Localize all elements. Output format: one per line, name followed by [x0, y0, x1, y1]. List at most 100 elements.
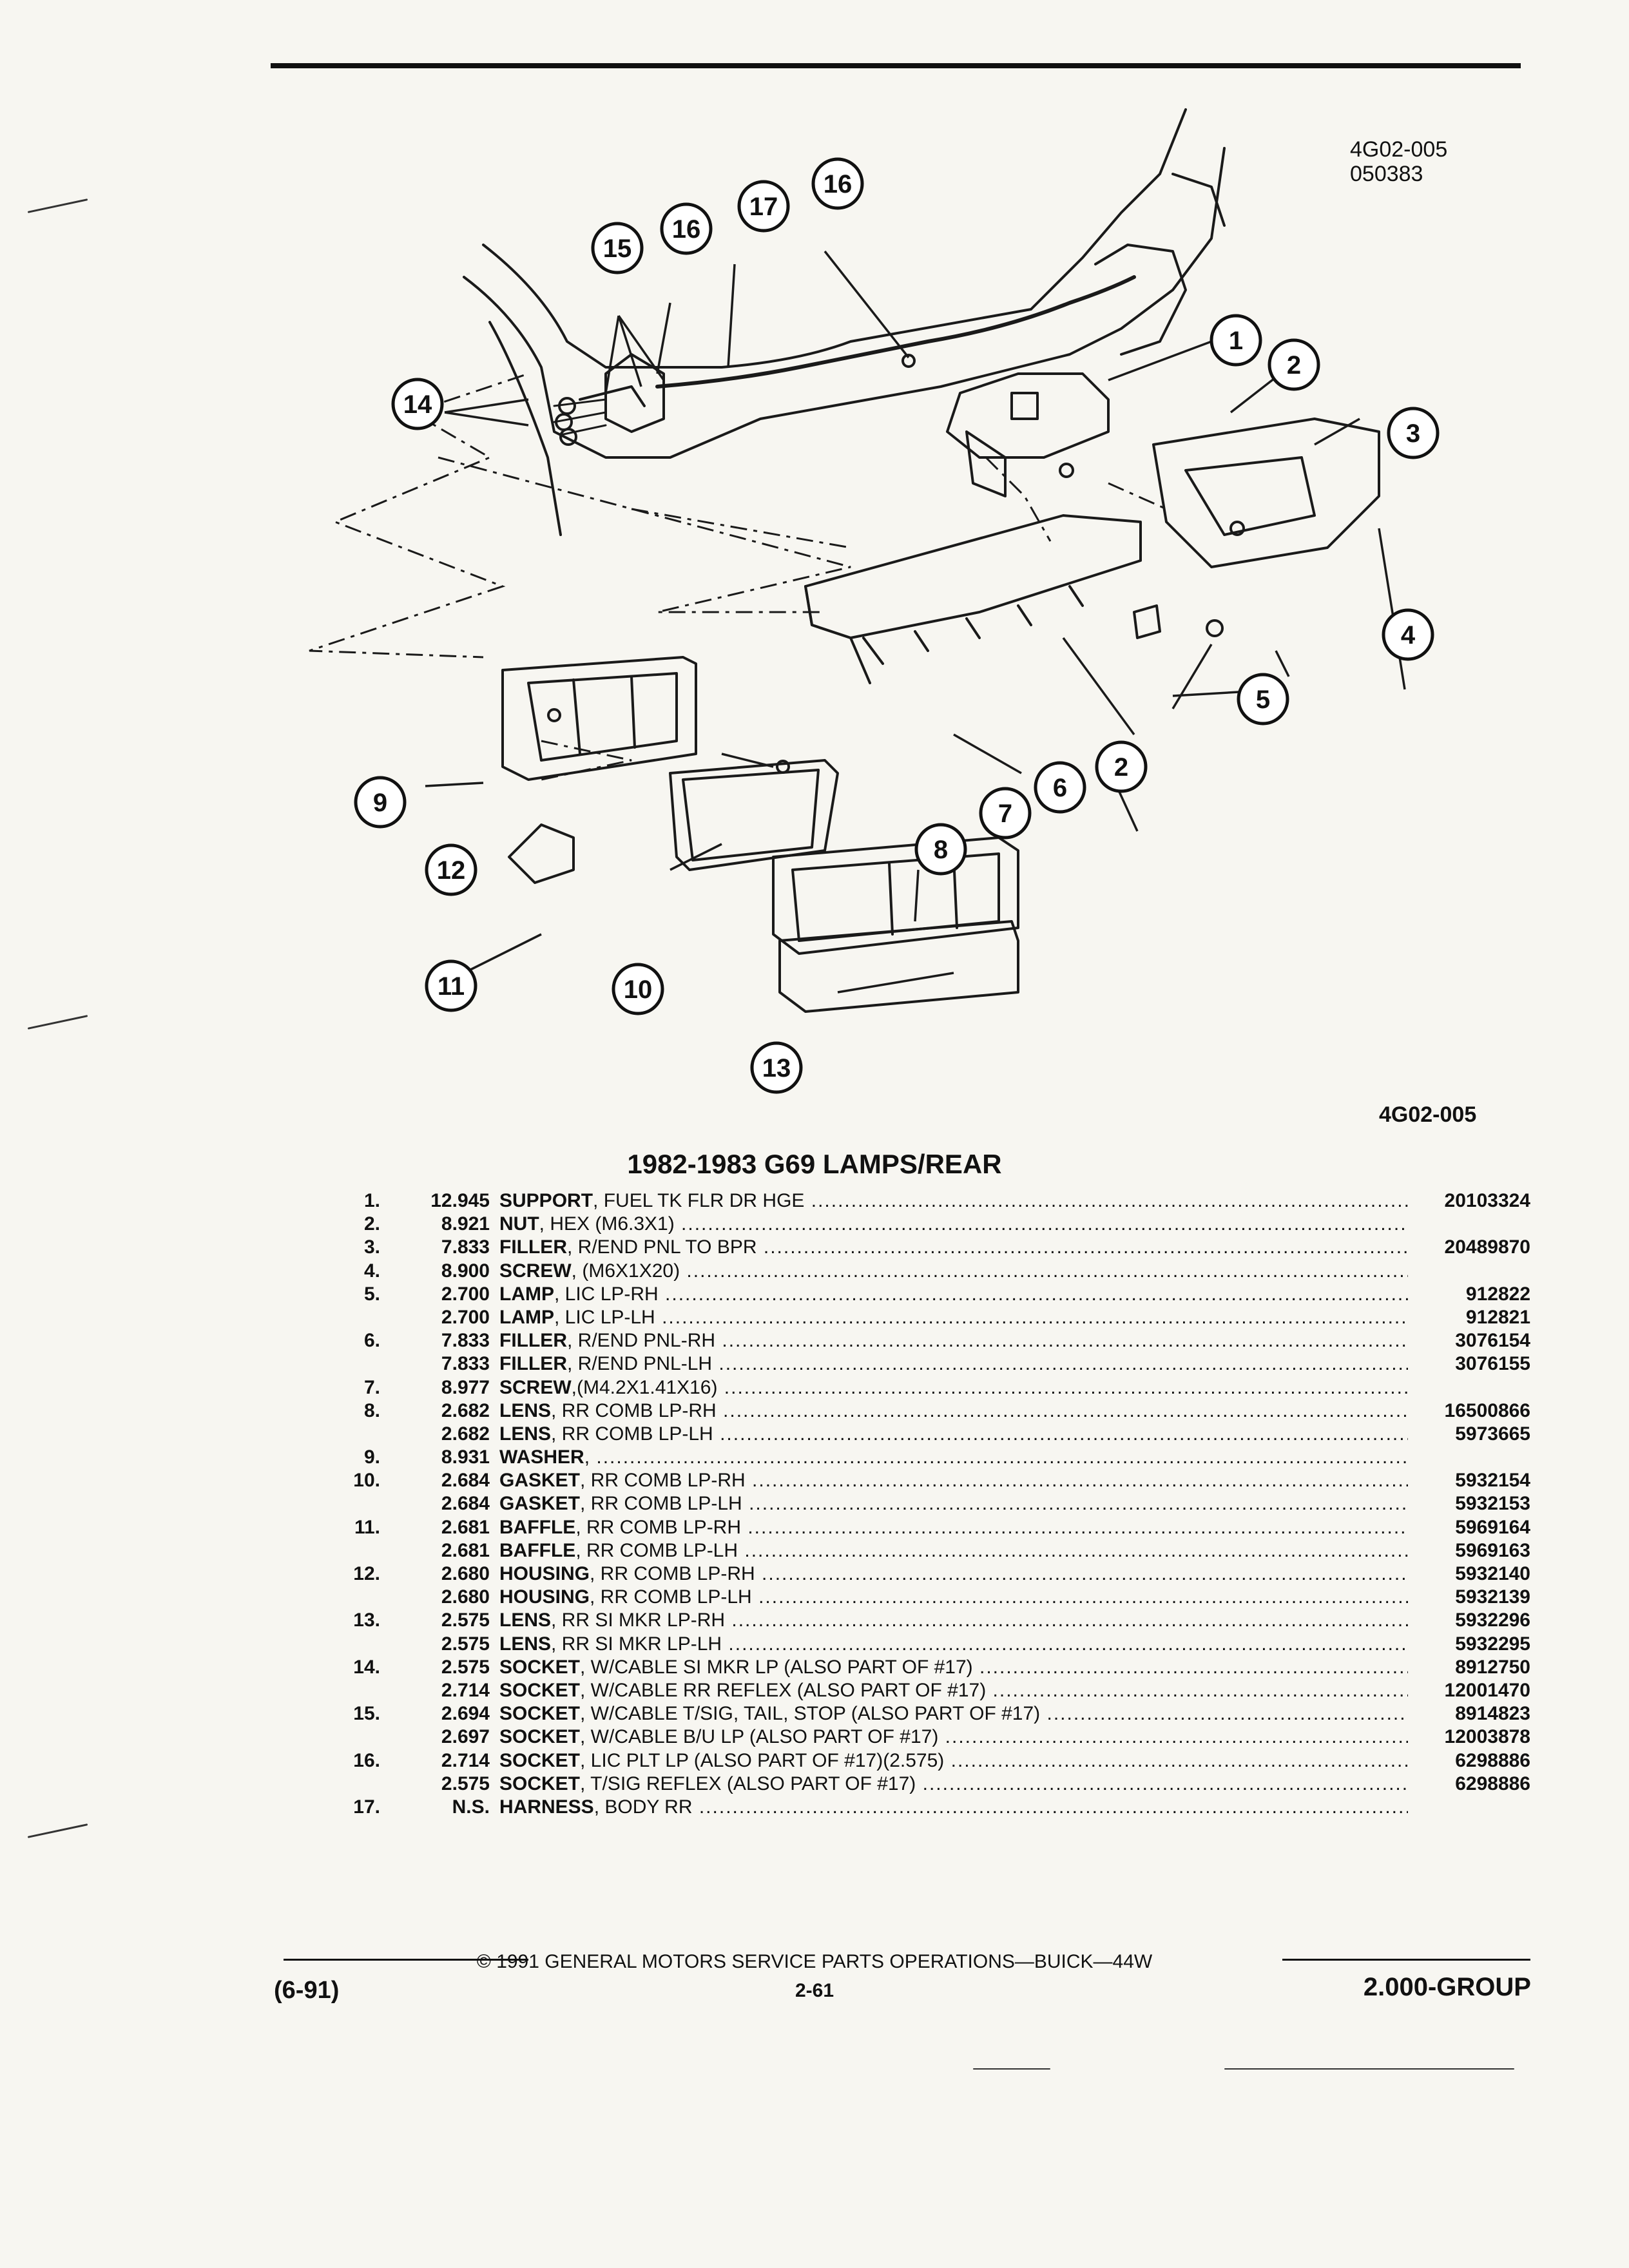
part-name: SOCKET — [499, 1656, 581, 1678]
part-name: LENS — [499, 1399, 552, 1421]
part-spec: , LIC LP-RH — [554, 1283, 659, 1305]
group-number: 7.833 — [441, 1236, 490, 1258]
leader-dots: ........................................… — [731, 1610, 1408, 1631]
leader-dots: ........................................… — [992, 1679, 1408, 1701]
leader-dots: ........................................… — [744, 1539, 1408, 1561]
leader-dots: ........................................… — [686, 1260, 1408, 1282]
part-name: SCREW — [499, 1260, 572, 1282]
leader-dots: ........................................… — [945, 1726, 1408, 1748]
leader-dots: ........................................… — [811, 1190, 1408, 1211]
part-number: 5932153 — [1455, 1493, 1530, 1515]
part-description: LENS, RR COMB LP-RH ....................… — [499, 1399, 1408, 1423]
part-description: SUPPORT, FUEL TK FLR DR HGE ............… — [499, 1189, 1408, 1213]
part-description: SOCKET, LIC PLT LP (ALSO PART OF #17)(2.… — [499, 1749, 1408, 1773]
part-description: SCREW,(M4.2X1.41X16) ...................… — [499, 1376, 1408, 1399]
part-description: NUT, HEX (M6.3X1) ......................… — [499, 1213, 1408, 1236]
leader-dots: ........................................… — [1046, 1703, 1408, 1725]
part-description: LENS, RR SI MKR LP-LH ..................… — [499, 1633, 1408, 1656]
group-number: 2.684 — [441, 1470, 490, 1492]
scan-mark — [27, 1823, 88, 1838]
part-number: 5932154 — [1455, 1470, 1530, 1492]
figure-date-code: 050383 — [1350, 162, 1423, 186]
leader-dots: ........................................… — [758, 1586, 1408, 1608]
part-name: HOUSING — [499, 1563, 590, 1584]
item-number: 7. — [363, 1376, 380, 1398]
part-number: 12003878 — [1444, 1726, 1530, 1748]
leader-dots: ........................................… — [681, 1213, 1408, 1235]
item-number: 12. — [353, 1563, 380, 1584]
scan-mark — [973, 2068, 1050, 2070]
leader-dots: ........................................… — [720, 1423, 1408, 1445]
leader-dots: ........................................… — [728, 1633, 1408, 1655]
part-spec: , RR COMB LP-LH — [575, 1539, 738, 1561]
support-bracket — [946, 372, 1110, 459]
part-description: BAFFLE, RR COMB LP-RH ..................… — [499, 1516, 1408, 1539]
part-description: HOUSING, RR COMB LP-LH .................… — [499, 1586, 1408, 1609]
leader-dots: ........................................… — [724, 1376, 1408, 1398]
group-number: N.S. — [452, 1796, 490, 1818]
part-name: LENS — [499, 1610, 552, 1631]
part-number: 3076155 — [1455, 1353, 1530, 1375]
group-number: 2.700 — [441, 1306, 490, 1328]
filler-panel — [1152, 418, 1380, 568]
part-spec: ,(M4.2X1.41X16) — [571, 1376, 718, 1398]
part-name: SOCKET — [499, 1773, 581, 1794]
item-number: 2. — [363, 1213, 380, 1235]
part-number: 6298886 — [1455, 1773, 1530, 1794]
part-spec: , R/END PNL-RH — [567, 1330, 716, 1352]
part-name: SOCKET — [499, 1679, 581, 1701]
part-number: 16500866 — [1444, 1399, 1530, 1421]
footer-page-number: 2-61 — [795, 1980, 834, 2001]
part-number: 20489870 — [1444, 1236, 1530, 1258]
part-name: GASKET — [499, 1493, 581, 1515]
part-spec: , RR COMB LP-LH — [580, 1493, 742, 1515]
part-name: WASHER — [499, 1446, 584, 1468]
part-spec: , R/END PNL-LH — [567, 1353, 713, 1375]
group-number: 2.682 — [441, 1399, 490, 1421]
part-name: HOUSING — [499, 1586, 590, 1608]
part-number: 6298886 — [1455, 1749, 1530, 1771]
part-spec: , RR COMB LP-RH — [580, 1470, 746, 1492]
part-spec: , (M6X1X20) — [571, 1260, 680, 1282]
item-number: 17. — [353, 1796, 380, 1818]
part-spec: , RR COMB LP-RH — [575, 1516, 742, 1538]
leader-dots: ........................................… — [699, 1796, 1408, 1818]
group-number: 2.714 — [441, 1749, 490, 1771]
part-description: GASKET, RR COMB LP-RH ..................… — [499, 1469, 1408, 1492]
body-structure — [463, 147, 1226, 459]
part-number: 8912750 — [1455, 1656, 1530, 1678]
body-structure — [482, 108, 1187, 369]
leader-dots: ........................................… — [722, 1330, 1408, 1352]
part-spec: , RR COMB LP-LH — [590, 1586, 752, 1608]
part-number: 912822 — [1465, 1283, 1530, 1305]
part-name: FILLER — [499, 1330, 567, 1352]
part-description: HOUSING, RR COMB LP-RH .................… — [499, 1562, 1408, 1586]
leader-dots: ........................................… — [723, 1399, 1408, 1421]
scan-mark — [27, 198, 88, 213]
scan-mark — [1224, 2068, 1514, 2070]
item-number: 10. — [353, 1470, 380, 1492]
part-name: SCREW — [499, 1376, 572, 1398]
part-name: LENS — [499, 1633, 552, 1655]
part-description: LAMP, LIC LP-LH ........................… — [499, 1306, 1408, 1329]
part-name: SOCKET — [499, 1726, 581, 1748]
leader-dots: ........................................… — [749, 1493, 1408, 1515]
part-number: 5932295 — [1455, 1633, 1530, 1655]
part-number: 5969164 — [1455, 1516, 1530, 1538]
part-spec: , LIC PLT LP (ALSO PART OF #17)(2.575) — [580, 1749, 945, 1771]
item-number: 4. — [363, 1260, 380, 1282]
part-description: SOCKET, W/CABLE RR REFLEX (ALSO PART OF … — [499, 1679, 1408, 1702]
group-number: 2.575 — [441, 1773, 490, 1794]
leader-dots: ........................................… — [950, 1749, 1408, 1771]
